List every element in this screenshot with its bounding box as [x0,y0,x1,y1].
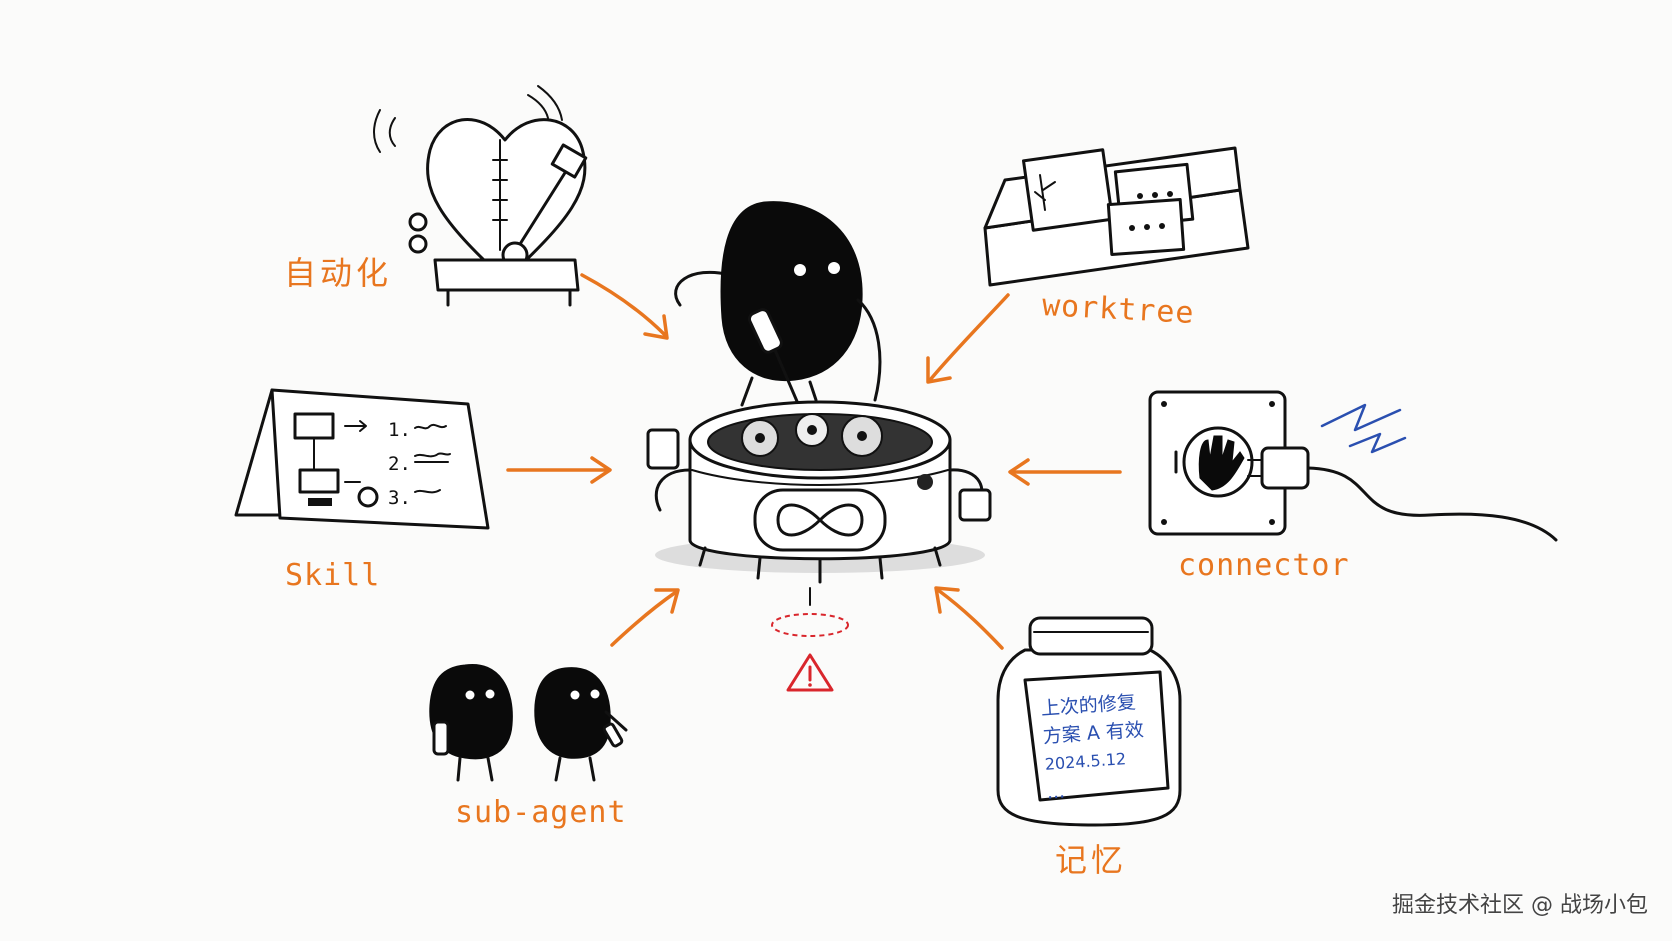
gear-icon [742,420,778,456]
power-plug-icon [1248,405,1556,540]
heart-metronome-icon [374,86,586,305]
central-agent [676,202,880,420]
skill-item-1: 1. [388,419,411,441]
watermark: 掘金技术社区 @ 战场小包 [1392,887,1648,919]
skill-card-icon [236,390,488,528]
arrow-memory [936,588,1002,648]
label-memory: 记忆 [1055,835,1127,881]
label-subagent: sub-agent [455,795,627,830]
gear-icon [796,414,828,446]
arrow-skill [508,458,610,482]
arrow-worktree [928,295,1008,382]
warning-triangle-icon [788,655,832,690]
arrow-connector [1010,460,1120,484]
file-tray-icon [985,148,1248,285]
label-skill: Skill [285,558,380,593]
sub-agent-figures [430,664,626,780]
label-connector: connector [1178,548,1350,583]
skill-item-3: 3. [388,487,411,509]
memory-note: 上次的修复 方案 A 有效 2024.5.12 ... [1040,688,1149,807]
arrow-automation [582,275,667,338]
arrow-subagent [612,590,678,645]
label-automation: 自动化 [284,248,392,294]
skill-item-2: 2. [388,453,411,475]
gear-icon [842,416,882,456]
